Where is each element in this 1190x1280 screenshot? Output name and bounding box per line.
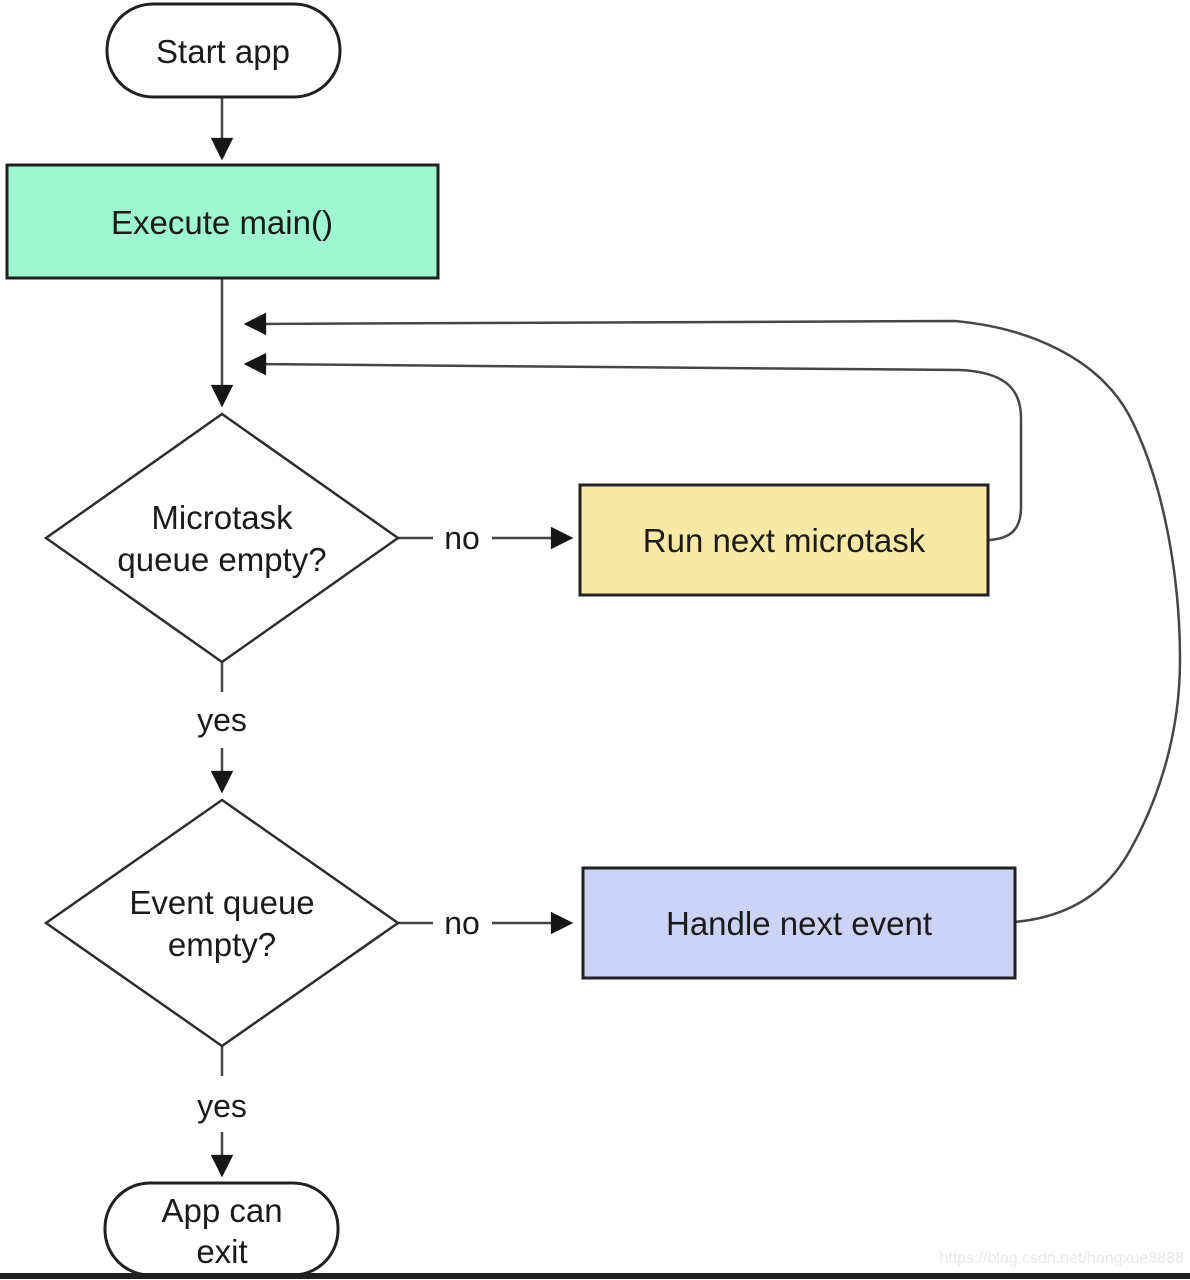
event-decision-label-line2: empty? <box>168 926 276 963</box>
microtask-decision-label-line1: Microtask <box>151 499 293 536</box>
microtask-yes-label: yes <box>197 702 247 738</box>
bottom-border-line <box>0 1273 1190 1279</box>
event-no-label: no <box>444 905 480 941</box>
app-exit-label-line2: exit <box>196 1233 247 1270</box>
start-node <box>105 2 342 99</box>
microtask-no-label: no <box>444 520 480 556</box>
microtask-queue-decision <box>43 412 401 664</box>
event-yes-label: yes <box>197 1088 247 1124</box>
event-decision-label-line1: Event queue <box>129 884 314 921</box>
edge-run-microtask-loopback <box>243 352 1023 542</box>
run-next-microtask-node <box>578 483 990 597</box>
start-node-label: Start app <box>156 33 290 70</box>
run-next-microtask-label: Run next microtask <box>643 522 926 559</box>
microtask-decision-label-line2: queue empty? <box>117 541 326 578</box>
execute-main-label: Execute main() <box>111 204 333 241</box>
event-queue-decision <box>43 798 401 1048</box>
edge-handle-event-loopback <box>243 312 1182 924</box>
handle-next-event-node <box>581 866 1017 980</box>
csdn-watermark: https://blog.csdn.net/hongxue8888 <box>939 1250 1184 1267</box>
app-exit-label-line1: App can <box>161 1192 282 1229</box>
handle-next-event-label: Handle next event <box>666 905 932 942</box>
execute-main-node <box>5 163 440 280</box>
